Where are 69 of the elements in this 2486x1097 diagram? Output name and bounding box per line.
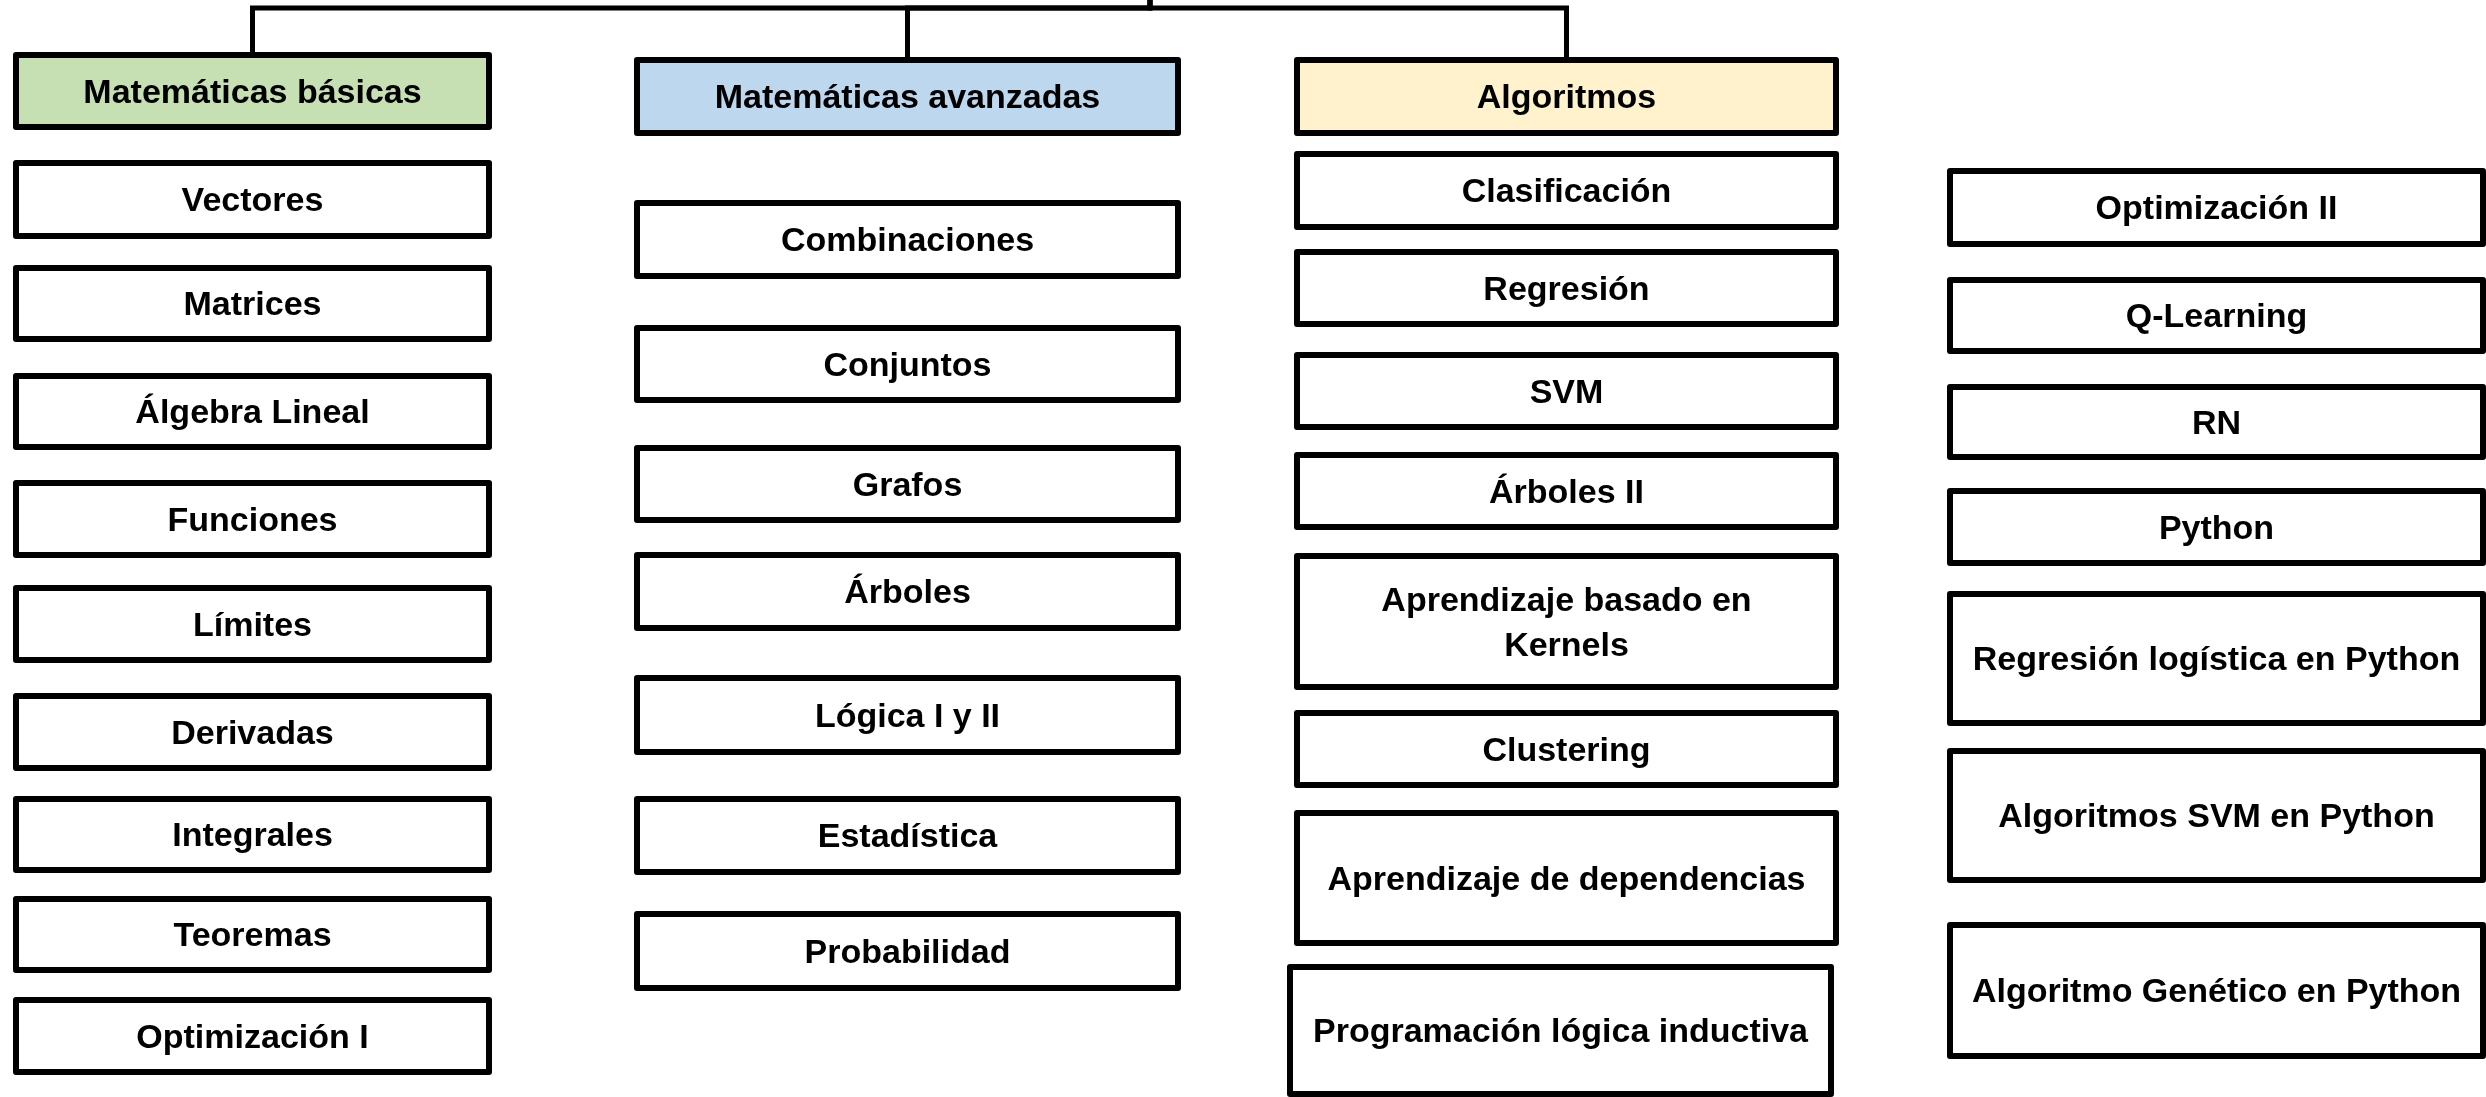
box-label: Árboles II (1489, 470, 1644, 512)
topic-box (1947, 591, 2486, 726)
box-label: Matemáticas avanzadas (714, 76, 1101, 118)
topic-box (13, 796, 492, 873)
box-label: Q-Learning (2125, 295, 2308, 337)
box-label: Matemáticas básicas (83, 70, 422, 112)
box-label: Límites (192, 603, 312, 645)
topic-box (1294, 452, 1839, 530)
box-label: Aprendizaje basado en Kernels (1380, 579, 1753, 665)
box-label: Combinaciones (780, 219, 1035, 261)
topic-box (634, 552, 1181, 631)
topic-box (634, 325, 1181, 403)
box-label: Árboles (844, 571, 971, 613)
box-label: Clasificación (1461, 170, 1672, 212)
box-label: Regresión (1483, 267, 1650, 309)
box-label: Optimización I (136, 1015, 369, 1057)
topic-box (13, 585, 492, 663)
topic-box (13, 265, 492, 342)
topic-box (1294, 249, 1839, 327)
topic-box (634, 445, 1181, 523)
box-label: Teoremas (173, 914, 332, 956)
topic-box (13, 160, 492, 239)
connector-line (1147, 0, 1569, 57)
topic-box (634, 911, 1181, 991)
topic-box (634, 675, 1181, 755)
box-label: Conjuntos (823, 343, 992, 385)
box-label: Matrices (183, 283, 322, 325)
topic-box (13, 693, 492, 771)
box-label: Clustering (1482, 728, 1651, 770)
topic-box (1294, 553, 1839, 690)
box-label: Integrales (172, 814, 333, 856)
box-label: Probabilidad (804, 930, 1011, 972)
topic-box (13, 997, 492, 1075)
box-label: Funciones (167, 498, 338, 540)
topic-box (1947, 748, 2486, 883)
box-label: Grafos (852, 463, 963, 505)
box-label: Regresión logística en Python (1972, 638, 2461, 680)
topic-box (1294, 352, 1839, 430)
box-label: Álgebra Lineal (135, 391, 370, 433)
topic-box (1947, 277, 2486, 354)
topic-box (13, 373, 492, 450)
topic-box (1947, 168, 2486, 247)
topic-box (1947, 384, 2486, 460)
topic-box (13, 480, 492, 558)
box-label: Lógica I y II (814, 694, 1001, 736)
box-label: SVM (1529, 370, 1604, 412)
box-label: Optimización II (2095, 187, 2338, 229)
box-label: Estadística (817, 815, 998, 857)
box-label: Vectores (181, 179, 324, 221)
box-label: Algoritmos (1476, 76, 1657, 118)
box-label: Derivadas (171, 711, 334, 753)
box-label: Algoritmos SVM en Python (1998, 795, 2435, 837)
box-label: Programación lógica inductiva (1313, 1010, 1808, 1052)
topic-box (1947, 922, 2486, 1059)
topic-box (13, 896, 492, 973)
topic-box (634, 200, 1181, 279)
topic-box (1294, 710, 1839, 788)
box-label: RN (2191, 401, 2242, 443)
box-label: Algoritmo Genético en Python (1971, 970, 2462, 1012)
topic-box (1294, 151, 1839, 230)
box-label: Python (2158, 506, 2275, 548)
category-box (13, 52, 492, 130)
topic-box (1287, 964, 1834, 1097)
topic-box (634, 796, 1181, 875)
category-box (1294, 57, 1839, 136)
topic-box (1294, 810, 1839, 946)
box-label: Aprendizaje de dependencias (1327, 857, 1806, 899)
topic-box (1947, 488, 2486, 566)
category-box (634, 57, 1181, 136)
